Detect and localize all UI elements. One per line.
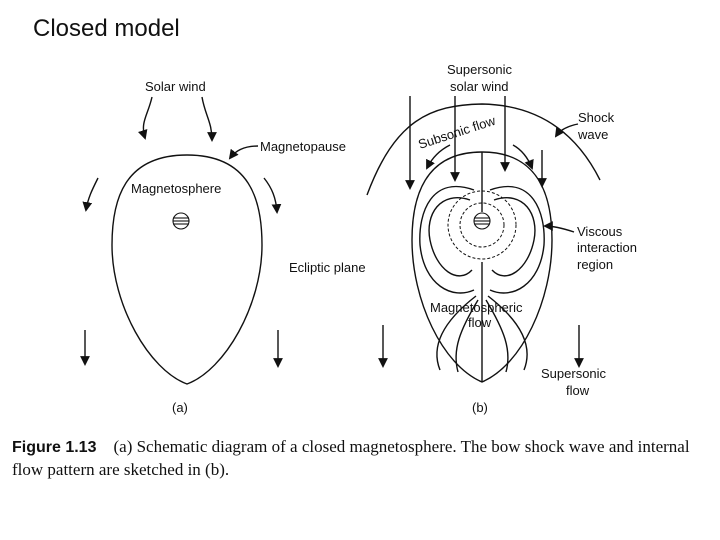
viscous-pointer-arrow (543, 221, 575, 233)
supersonic-solar-wind-label-2: solar wind (450, 79, 509, 94)
supersonic-flow-label-2: flow (566, 383, 590, 398)
panel-label-b: (b) (472, 400, 488, 415)
supersonic-solar-wind-label-1: Supersonic (447, 62, 513, 77)
viscous-label-2: interaction (577, 240, 637, 255)
deflected-flow-arrow-left (82, 177, 99, 212)
figure-caption: Figure 1.13 (a) Schematic diagram of a c… (12, 436, 712, 481)
subsonic-flow-label: Subsonic flow (416, 113, 498, 152)
magnetospheric-flow-label-2: flow (468, 315, 492, 330)
shock-wave-label-1: Shock (578, 110, 615, 125)
earth-symbol-a (172, 212, 190, 230)
ecliptic-plane-label: Ecliptic plane (289, 260, 366, 275)
subsonic-flow-arrow-right (512, 144, 534, 170)
subsonic-flow-arrow-left (426, 144, 451, 170)
viscous-label-3: region (577, 257, 613, 272)
magnetopause-pointer-arrow (228, 145, 259, 160)
bow-shock-curve (366, 103, 601, 196)
solar-wind-label: Solar wind (145, 79, 206, 94)
shock-wave-label-2: wave (577, 127, 608, 142)
solar-wind-arrow-left (137, 96, 153, 140)
inner-flow-loop-right (491, 197, 536, 277)
diagram-b (366, 96, 601, 383)
magnetopause-label: Magnetopause (260, 139, 346, 154)
inner-dashed-region (447, 190, 517, 260)
inner-flow-loop-left (428, 197, 473, 277)
diagram-a (80, 96, 283, 385)
panel-label-a: (a) (172, 400, 188, 415)
caption-text: (a) Schematic diagram of a closed magnet… (12, 437, 690, 479)
solar-wind-arrow-right (201, 96, 217, 142)
magnetopause-boundary (111, 154, 263, 385)
magnetosphere-label: Magnetosphere (131, 181, 221, 196)
earth-symbol-b (473, 212, 491, 230)
viscous-label-1: Viscous (577, 224, 623, 239)
magnetospheric-flow-label-1: Magnetospheric (430, 300, 523, 315)
figure-number: Figure 1.13 (12, 439, 97, 456)
deflected-flow-arrow-right (263, 177, 282, 214)
shock-wave-pointer-arrow (554, 123, 579, 138)
supersonic-flow-label-1: Supersonic (541, 366, 607, 381)
slide-title: Closed model (33, 15, 180, 42)
